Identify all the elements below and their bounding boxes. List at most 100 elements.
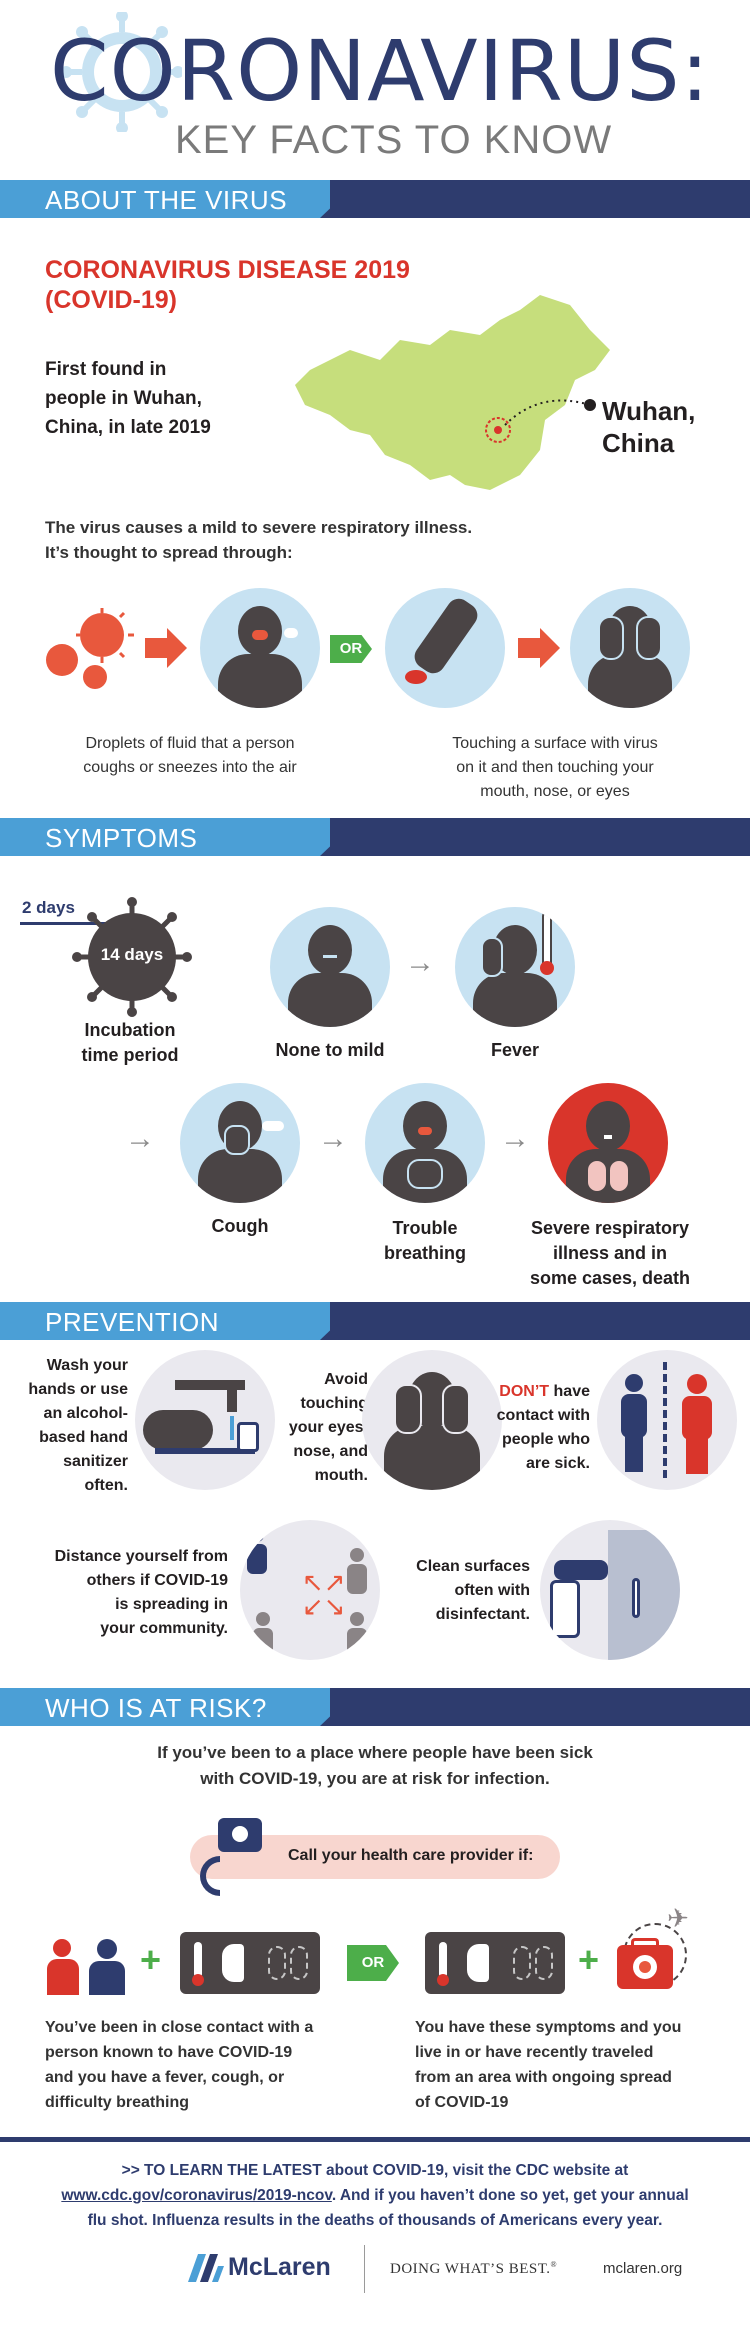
risk-left-line: person known to have COVID-19 [45, 2044, 293, 2061]
avoid-line: mouth. [314, 1467, 368, 1484]
china-map [295, 295, 610, 490]
risk-intro: If you’ve been to a place where people h… [60, 1740, 690, 1792]
touch-caption: Touching a surface with virus on it and … [395, 732, 715, 804]
distance-line: others if COVID-19 [86, 1572, 228, 1589]
trouble-label-line: breathing [383, 1243, 466, 1263]
droplets-icon [46, 608, 134, 689]
severe-illness-label: Severe respiratory illness and in some c… [515, 1216, 705, 1291]
avoid-sick-people-icon [597, 1350, 737, 1490]
cough-label: Cough [211, 1216, 269, 1236]
travel-icon: ✈ [615, 1905, 695, 1995]
risk-left-line: You’ve been in close contact with a [45, 2019, 314, 2036]
cta-line: >> TO LEARN THE LATEST about COVID-19, v… [121, 2162, 629, 2179]
footer-separator [364, 2245, 365, 2293]
tagline: DOING WHAT’S BEST.® [390, 2260, 557, 2278]
map-label-line: Wuhan, [602, 396, 696, 426]
days-max-label: 14 days [100, 945, 164, 964]
cdc-link[interactable]: www.cdc.gov/coronavirus/2019-ncov [61, 2187, 332, 2204]
dont-line: contact with [496, 1407, 590, 1424]
virus-clock-icon [72, 897, 192, 1017]
or-badge: OR [330, 635, 372, 663]
plus-icon: + [140, 1939, 162, 1980]
symptoms-panel-icon [425, 1932, 565, 1994]
disinfect-icon [540, 1520, 680, 1660]
avoid-line: your eyes, [288, 1419, 368, 1436]
avoid-touching-text: Avoid touching your eyes, nose, and mout… [270, 1368, 368, 1488]
spread-intro: The virus causes a mild to severe respir… [45, 515, 472, 565]
first-found-line: people in Wuhan, [45, 388, 202, 409]
prevention-banner: PREVENTION [0, 1302, 750, 1340]
wash-hands-text: Wash your hands or use an alcohol- based… [18, 1354, 128, 1498]
tagline-text: DOING WHAT’S BEST. [390, 2261, 551, 2277]
first-found-text: First found in people in Wuhan, China, i… [45, 355, 211, 442]
plus-icon: + [578, 1939, 600, 1980]
caption-line: on it and then touching your [456, 759, 654, 776]
arrow-right-icon: → [318, 1122, 348, 1155]
severe-label-line: some cases, death [529, 1268, 691, 1288]
incubation-label: Incubation time period [50, 1018, 210, 1068]
dont-line: people who [502, 1431, 590, 1448]
spread-line: It’s thought to spread through: [45, 543, 293, 562]
cdc-cta: >> TO LEARN THE LATEST about COVID-19, v… [20, 2158, 730, 2233]
none-to-mild-label: None to mild [275, 1040, 385, 1060]
none-to-mild-icon [270, 907, 390, 1027]
risk-left-line: and you have a fever, cough, or [45, 2069, 285, 2086]
wuhan-map-label: Wuhan, China [602, 395, 695, 459]
trouble-label-line: Trouble [392, 1218, 458, 1238]
dont-line-rest: have [549, 1383, 590, 1400]
avoid-line: nose, and [293, 1443, 368, 1460]
risk-right-line: You have these symptoms and you [415, 2019, 682, 2036]
cta-line: www.cdc.gov/coronavirus/2019-ncov. And i… [20, 2183, 730, 2208]
symptoms-panel-icon [180, 1932, 320, 1994]
caption-line: Touching a surface with virus [452, 735, 658, 752]
call-provider-label: Call your health care provider if: [288, 1847, 534, 1864]
first-found-line: China, in late 2019 [45, 417, 211, 438]
hand-washing-icon [135, 1350, 275, 1490]
arrow-right-icon: → [500, 1122, 530, 1155]
days-min-label: 2 days [22, 898, 75, 917]
cough-icon [180, 1083, 300, 1203]
risk-left-text: You’ve been in close contact with a pers… [45, 2015, 355, 2115]
virus-icon [62, 12, 182, 132]
caption-line: mouth, nose, or eyes [480, 783, 630, 800]
risk-intro-line: with COVID-19, you are at risk for infec… [200, 1769, 550, 1788]
close-contact-icon [45, 1935, 135, 1995]
risk-left-line: difficulty breathing [45, 2094, 189, 2111]
website-link[interactable]: mclaren.org [603, 2260, 683, 2277]
arrow-right-icon [518, 628, 560, 668]
risk-intro-line: If you’ve been to a place where people h… [157, 1743, 593, 1762]
distance-line: Distance yourself from [54, 1548, 228, 1565]
arrow-right-icon [145, 628, 187, 668]
touch-surface-icon [385, 588, 505, 708]
or-badge: OR [347, 1945, 399, 1981]
avoid-touching-face-icon [362, 1350, 502, 1490]
clean-surfaces-text: Clean surfaces often with disinfectant. [400, 1555, 530, 1627]
page-subtitle: KEY FACTS TO KNOW [175, 118, 613, 162]
trouble-breathing-icon [365, 1083, 485, 1203]
footer-divider [0, 2137, 750, 2142]
risk-banner: WHO IS AT RISK? [0, 1688, 750, 1726]
severe-label-line: illness and in [552, 1243, 668, 1263]
clean-line: Clean surfaces [416, 1558, 530, 1575]
incubation-label-line: Incubation [84, 1020, 176, 1040]
dont-contact-text: DON’T have contact with people who are s… [485, 1380, 590, 1476]
wash-line: sanitizer [63, 1453, 128, 1470]
disease-title-line: CORONAVIRUS DISEASE 2019 [45, 256, 410, 284]
disease-title-line: (COVID-19) [45, 286, 177, 314]
brand-name: McLaren [228, 2253, 331, 2281]
incubation-line [20, 922, 138, 925]
about-banner-label: ABOUT THE VIRUS [45, 185, 288, 215]
wash-line: based hand [39, 1429, 128, 1446]
clean-line: often with [454, 1582, 530, 1599]
caption-line: Droplets of fluid that a person [85, 735, 295, 752]
risk-banner-label: WHO IS AT RISK? [45, 1693, 267, 1723]
spread-line: The virus causes a mild to severe respir… [45, 518, 473, 537]
distance-line: is spreading in [115, 1596, 228, 1613]
droplets-caption: Droplets of fluid that a person coughs o… [45, 732, 335, 780]
social-distance-icon: ↖↗ ↙↘ [240, 1520, 380, 1660]
prevention-banner-label: PREVENTION [45, 1307, 220, 1337]
dont-word: DON’T [499, 1383, 550, 1400]
wash-line: often. [84, 1477, 128, 1494]
fever-label: Fever [490, 1040, 540, 1060]
incubation-label-line: time period [81, 1045, 179, 1065]
